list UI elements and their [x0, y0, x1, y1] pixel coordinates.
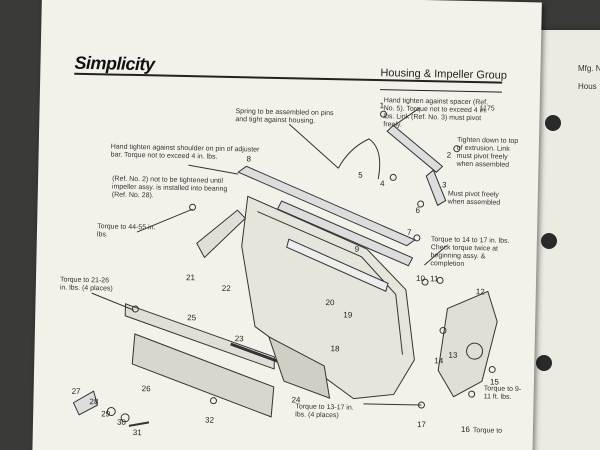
callout-24: 24: [291, 395, 301, 405]
callout-15: 15: [489, 377, 499, 387]
callout-7: 7: [406, 227, 412, 237]
callout-19: 19: [343, 310, 353, 320]
callout-10: 10: [415, 273, 426, 284]
callout-25: 25: [187, 313, 197, 323]
callout-11: 11: [429, 274, 439, 284]
callout-32: 32: [204, 415, 215, 425]
callout-20: 20: [325, 298, 335, 308]
callout-2: 2: [446, 150, 452, 160]
callout-3: 3: [441, 180, 447, 190]
binder-hole: [541, 233, 557, 249]
binder-hole: [545, 115, 561, 131]
callout-8: 8: [246, 154, 252, 164]
next-page-line1: Mfg. N: [578, 64, 600, 73]
next-page-line2: Hous: [578, 82, 597, 91]
callout-1: 1: [379, 101, 385, 111]
manual-page: Simplicity Housing & Impeller Group 1175…: [32, 0, 542, 450]
callout-4: 4: [379, 179, 385, 189]
callout-28: 28: [89, 397, 99, 407]
callout-13: 13: [448, 350, 458, 360]
callout-23: 23: [234, 334, 244, 344]
callout-18: 18: [330, 344, 340, 354]
callout-30: 30: [116, 417, 127, 427]
callout-9: 9: [354, 244, 360, 254]
callout-16: 16: [460, 424, 470, 435]
callout-29: 29: [101, 409, 111, 419]
callout-5: 5: [358, 170, 363, 180]
callout-14: 14: [434, 356, 444, 366]
callout-22: 22: [221, 283, 231, 294]
callout-21: 21: [185, 273, 196, 283]
callout-31: 31: [132, 427, 142, 438]
exploded-parts-drawing: [72, 107, 498, 427]
callout-26: 26: [141, 384, 151, 394]
callout-6: 6: [415, 205, 421, 215]
binder-hole: [536, 355, 552, 371]
callout-27: 27: [71, 386, 81, 396]
callout-17: 17: [416, 419, 427, 430]
callout-12: 12: [475, 287, 485, 297]
